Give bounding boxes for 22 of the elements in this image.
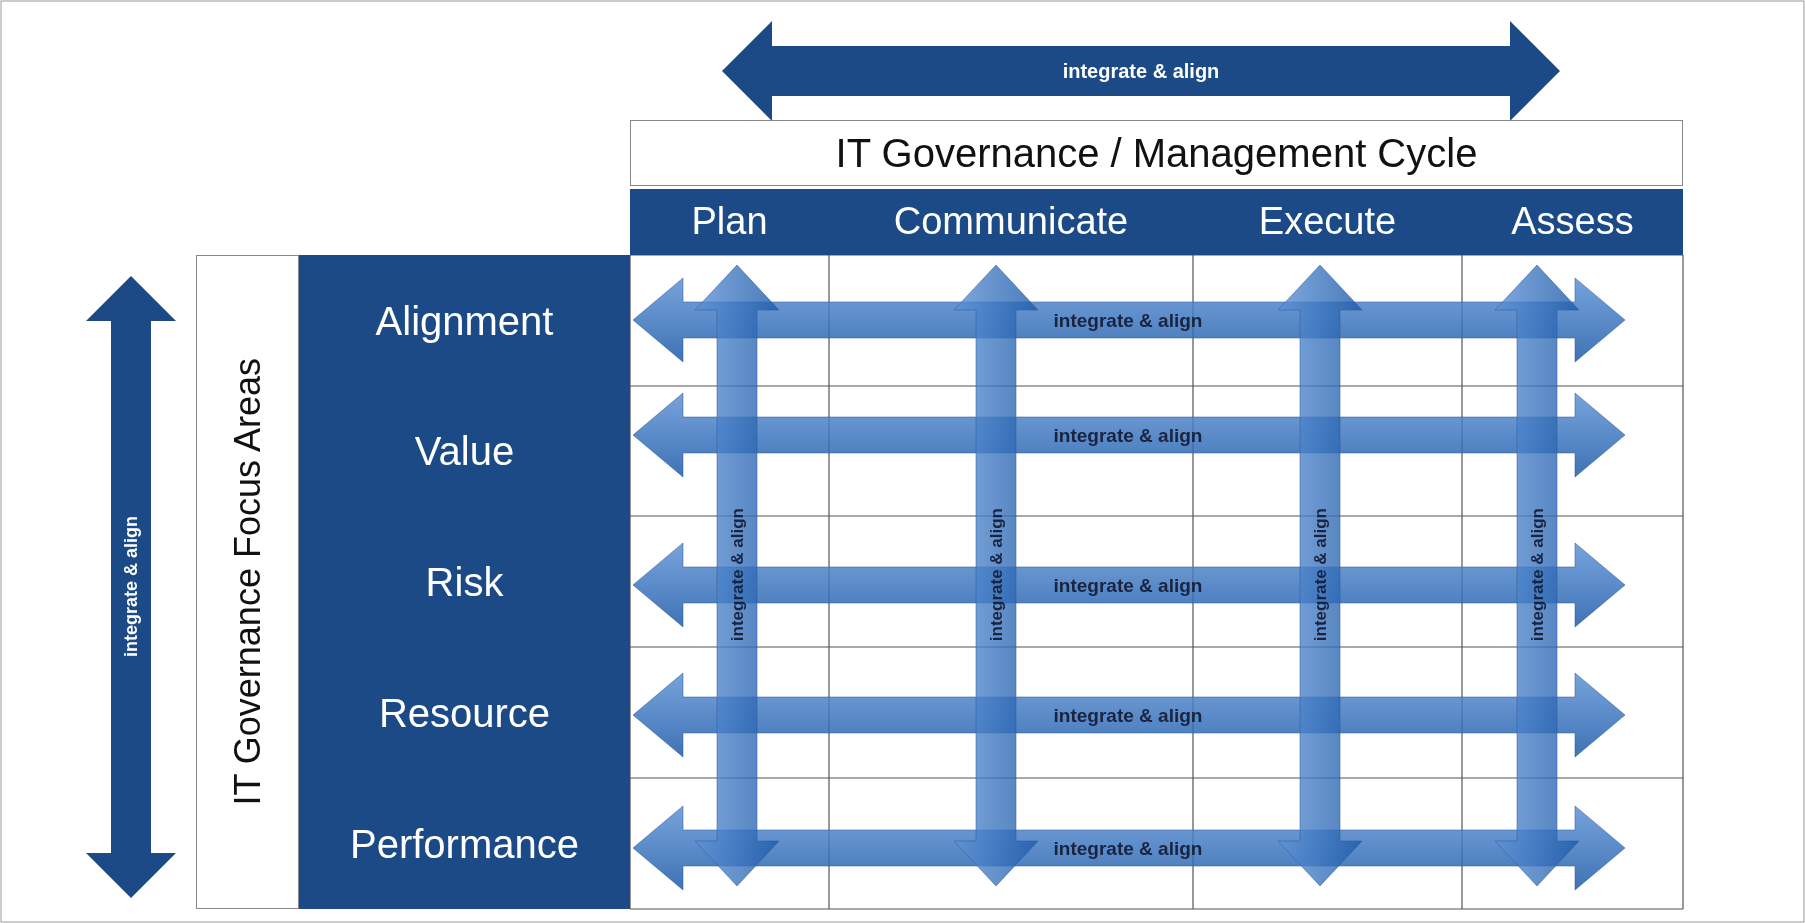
arrow-label: integrate & align [122, 516, 140, 658]
category-box: Alignment [299, 255, 630, 386]
arrow-label: integrate & align [1311, 508, 1329, 642]
category-box: Resource [299, 647, 630, 778]
category-box: Assess [1462, 189, 1683, 255]
category-box: Value [299, 386, 630, 516]
arrow-label: integrate & align [1053, 705, 1203, 725]
category-box: Plan [630, 189, 829, 255]
arrow-label: integrate & align [728, 508, 746, 642]
arrow-label: integrate & align [1053, 838, 1203, 858]
category-box: Communicate [829, 189, 1193, 255]
arrow-label: integrate & align [1528, 508, 1546, 642]
arrow-label: integrate & align [987, 508, 1005, 642]
category-box: Risk [299, 516, 630, 647]
arrow-label: integrate & align [1062, 61, 1220, 81]
category-box: Execute [1193, 189, 1462, 255]
header-box: IT Governance / Management Cycle [630, 120, 1683, 186]
arrow-label: integrate & align [1053, 310, 1203, 330]
category-box: Performance [299, 778, 630, 909]
arrow-label: integrate & align [1053, 575, 1203, 595]
arrow-label: integrate & align [1053, 425, 1203, 445]
header-box: IT Governance Focus Areas [196, 255, 299, 909]
